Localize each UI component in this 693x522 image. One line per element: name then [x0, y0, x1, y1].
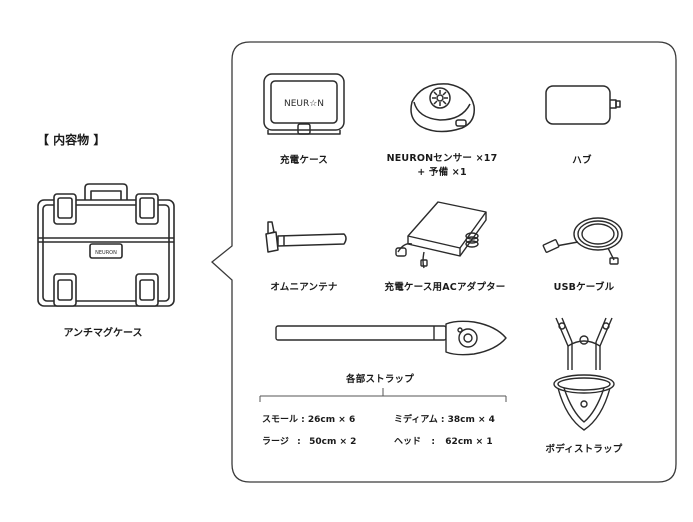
- usb-cable-label: USBケーブル: [553, 282, 615, 293]
- ac-adapter-label: 充電ケース用ACアダプター: [384, 282, 506, 293]
- spec-head: ヘッド : 62cm × 1: [394, 437, 493, 447]
- contents-panel: [210, 41, 677, 483]
- sensor-label: NEURONセンサー ×17 + 予備 ×1: [372, 152, 512, 180]
- anti-mag-case-label: アンチマグケース: [63, 328, 143, 339]
- hub-label: ハブ: [572, 155, 592, 166]
- spec-middle-value: 38cm × 4: [447, 415, 495, 425]
- charging-case-label: 充電ケース: [279, 155, 329, 166]
- omni-antenna-label: オムニアンテナ: [270, 282, 338, 293]
- spec-large-name: ラージ: [262, 437, 289, 447]
- spec-small: スモール : 26cm × 6: [262, 415, 356, 425]
- neuron-sensor-icon: [410, 83, 475, 133]
- strap-icon: [275, 320, 507, 356]
- spec-middle: ミディアム : 38cm × 4: [394, 415, 495, 425]
- hub-icon: [545, 85, 621, 125]
- strap-spec-bracket: [259, 388, 507, 402]
- omni-antenna-icon: [265, 221, 347, 253]
- case-logo-text: NEURON: [95, 250, 117, 256]
- body-strap-icon: [553, 317, 615, 431]
- ac-adapter-icon: [395, 201, 487, 269]
- sensor-label-line2: + 予備 ×1: [417, 167, 467, 178]
- charging-case-icon: NEUR☆N: [263, 73, 345, 135]
- spec-head-name: ヘッド: [394, 437, 422, 447]
- spec-small-value: 26cm × 6: [307, 415, 356, 425]
- spec-large: ラージ : 50cm × 2: [262, 437, 357, 447]
- usb-cable-icon: [542, 217, 623, 265]
- body-strap-label: ボディストラップ: [545, 444, 623, 455]
- contents-heading: 【 内容物 】: [37, 133, 106, 147]
- spec-middle-name: ミディアム: [394, 415, 438, 425]
- spec-small-name: スモール: [262, 415, 299, 425]
- spec-head-value: 62cm × 1: [445, 437, 493, 447]
- spec-large-value: 50cm × 2: [309, 437, 357, 447]
- strap-label: 各部ストラップ: [346, 374, 414, 385]
- anti-mag-case-icon: NEURON: [37, 183, 175, 307]
- charging-case-logo: NEUR☆N: [284, 99, 324, 109]
- sensor-label-line1: NEURONセンサー ×17: [386, 153, 498, 164]
